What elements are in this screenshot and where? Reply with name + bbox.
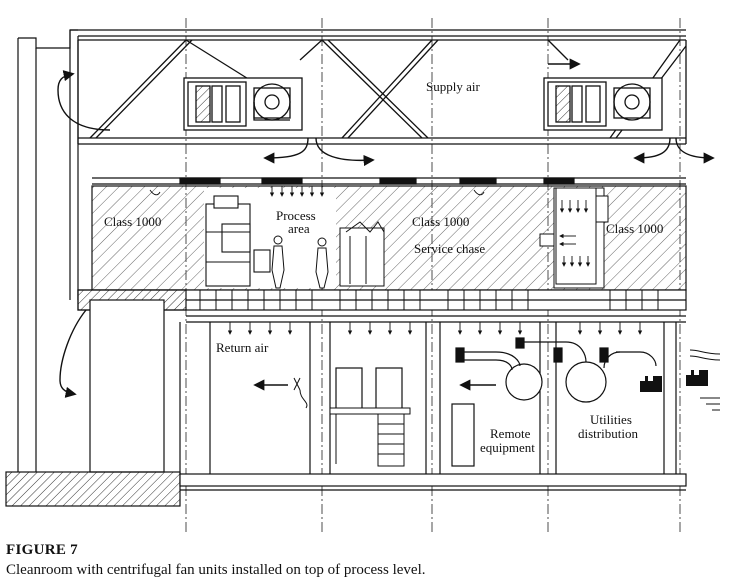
diagram-labels: Supply air Class 1000 Process area Class…	[104, 79, 663, 455]
remote-equipment-cabinets	[335, 367, 475, 467]
laminar-flow-arrows	[269, 186, 591, 267]
label-utilities-line1: Utilities	[590, 412, 632, 427]
service-chase-equipment	[345, 221, 385, 284]
stairs	[329, 407, 411, 467]
plenum-airflow-arrows	[57, 58, 715, 167]
label-remote-equipment-line1: Remote	[490, 426, 531, 441]
fan-unit-left	[183, 77, 303, 131]
label-service-chase: Service chase	[414, 241, 485, 256]
ground-slab	[5, 471, 687, 507]
damper-symbol	[293, 377, 308, 409]
return-air-horizontal-arrows	[59, 309, 496, 398]
floor-grating-bars	[199, 290, 659, 310]
raised-floor	[77, 289, 687, 323]
label-class-middle: Class 1000	[412, 214, 469, 229]
return-air-down-arrows	[227, 322, 643, 335]
figure-caption-text: Cleanroom with centrifugal fan units ins…	[6, 562, 426, 578]
fan-unit-right	[543, 77, 663, 131]
label-return-air: Return air	[216, 340, 269, 355]
figure-caption: FIGURE 7 Cleanroom with centrifugal fan …	[6, 540, 734, 580]
label-supply-air: Supply air	[426, 79, 480, 94]
side-flow-arrows	[149, 189, 576, 247]
roof-truss	[77, 39, 687, 145]
utilities-ducts	[455, 337, 657, 403]
in-room-air-unit	[539, 187, 609, 285]
label-utilities-line2: distribution	[578, 426, 638, 441]
cleanroom-section-diagram: Supply air Class 1000 Process area Class…	[5, 18, 721, 535]
lower-level-structure	[89, 299, 677, 474]
label-process-area-line2: area	[288, 221, 310, 236]
label-class-left: Class 1000	[104, 214, 161, 229]
label-remote-equipment-line2: equipment	[480, 440, 535, 455]
figure-label: FIGURE 7	[6, 542, 78, 558]
label-process-area-line1: Process	[276, 208, 316, 223]
worker-figures	[271, 235, 329, 289]
process-tool	[205, 195, 271, 287]
ceiling-plenum-floor	[92, 177, 686, 185]
cable-trays	[640, 370, 708, 392]
label-class-right: Class 1000	[606, 221, 663, 236]
right-exterior-pipes	[689, 349, 721, 411]
